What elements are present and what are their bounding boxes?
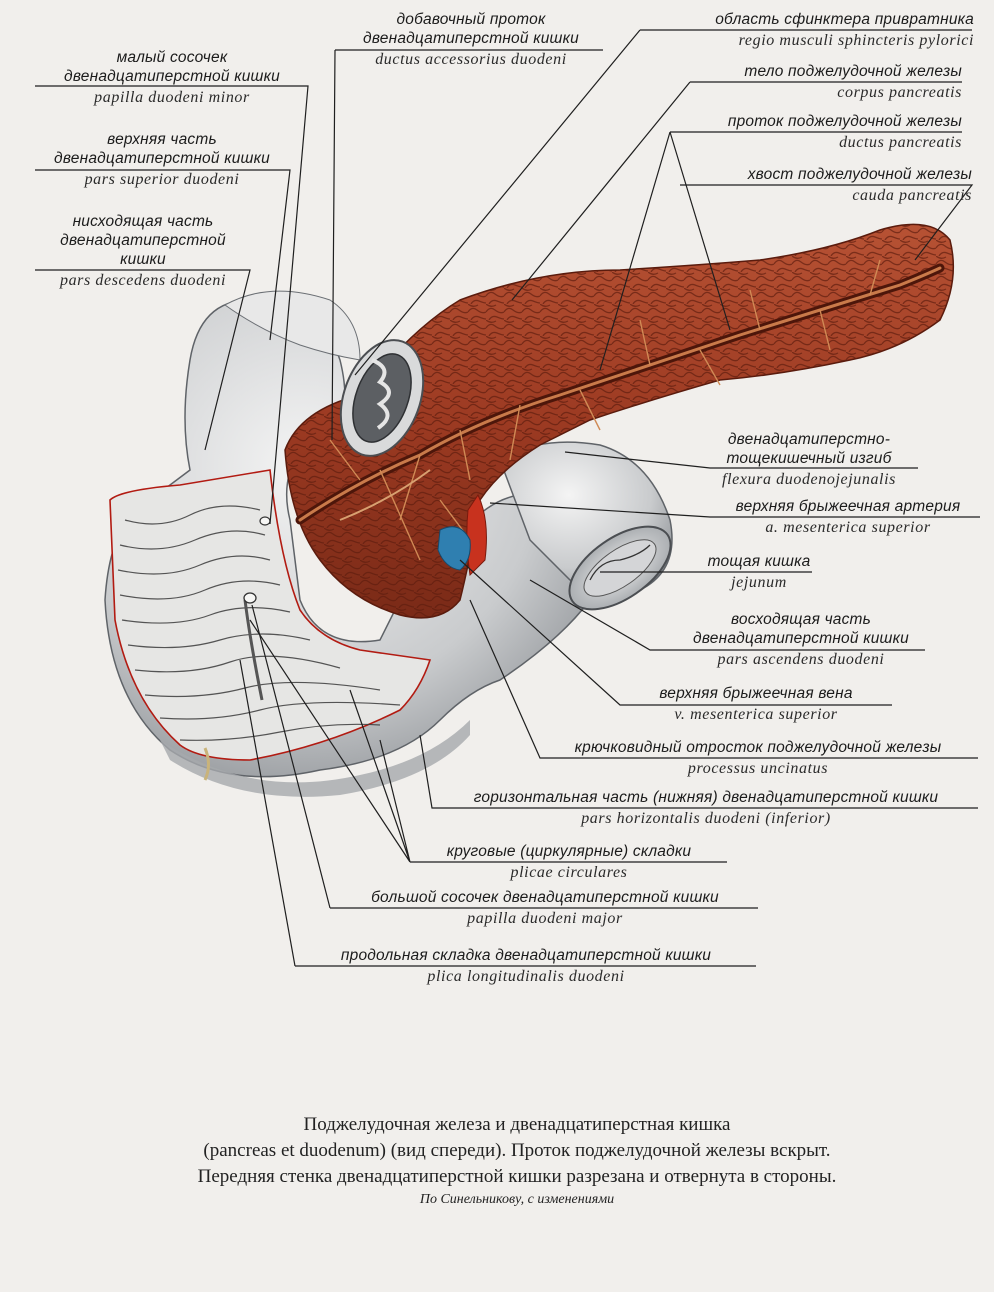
label-ru: двенадцатиперстной кишки: [363, 30, 579, 47]
label-ru: хвост поджелудочной железы: [747, 166, 972, 183]
label-ru: двенадцатиперстной кишки: [693, 630, 909, 647]
label-ru: двенадцатиперстной: [60, 232, 226, 249]
pylorus-cut: [339, 339, 425, 457]
label-ru: добавочный проток: [396, 11, 546, 28]
label-ductus-pancreatis: проток поджелудочной железы ductus pancr…: [670, 112, 962, 152]
label-plica-longitudinalis: продольная складка двенадцатиперстной ки…: [296, 946, 756, 986]
label-pars-ascendens: восходящая часть двенадцатиперстной кишк…: [676, 610, 926, 669]
label-la: corpus pancreatis: [837, 84, 962, 101]
label-ru: проток поджелудочной железы: [727, 113, 962, 130]
label-ru: двенадцатиперстной кишки: [54, 150, 270, 167]
leader-lines: [35, 29, 980, 967]
label-la: flexura duodenojejunalis: [722, 471, 896, 488]
label-plicae-circulares: круговые (циркулярные) складки plicae ci…: [410, 842, 728, 882]
label-la: plicae circulares: [510, 864, 628, 881]
label-ru: горизонтальная часть (нижняя) двенадцати…: [473, 789, 939, 806]
label-ru: тощекишечный изгиб: [726, 450, 892, 467]
mesenteric-vessels: [437, 493, 487, 577]
label-la: pars horizontalis duodeni (inferior): [581, 810, 831, 827]
label-flexura-duodenojejunalis: двенадцатиперстно- тощекишечный изгиб fl…: [700, 430, 918, 489]
label-ru: нисходящая часть: [72, 213, 214, 230]
label-ru: крючковидный отросток поджелудочной желе…: [574, 739, 942, 756]
label-ru: верхняя часть: [107, 131, 217, 148]
caption-line: Передняя стенка двенадцатиперстной кишки…: [197, 1166, 837, 1187]
label-processus-uncinatus: крючковидный отросток поджелудочной желе…: [538, 738, 978, 778]
label-ru: восходящая часть: [730, 611, 872, 628]
label-jejunum: тощая кишка jejunum: [706, 552, 812, 592]
label-ru: тело поджелудочной железы: [744, 63, 962, 80]
label-papilla-major: большой сосочек двенадцатиперстной кишки…: [332, 888, 758, 928]
label-ductus-accessorius: добавочный проток двенадцатиперстной киш…: [336, 10, 606, 69]
label-la: jejunum: [731, 574, 787, 591]
label-ru: область сфинктера привратника: [715, 11, 974, 28]
label-la: papilla duodeni major: [467, 910, 623, 927]
label-la: ductus pancreatis: [839, 134, 962, 151]
caption-line: (pancreas et duodenum) (вид спереди). Пр…: [203, 1140, 831, 1161]
label-la: plica longitudinalis duodeni: [427, 968, 625, 985]
label-la: pars superior duodeni: [84, 171, 240, 188]
label-la: regio musculi sphincteris pylorici: [738, 32, 974, 49]
label-la: cauda pancreatis: [852, 187, 972, 204]
label-la: pars ascendens duodeni: [717, 651, 885, 668]
label-pars-superior: верхняя часть двенадцатиперстной кишки p…: [36, 130, 288, 189]
label-ru: двенадцатиперстной кишки: [64, 68, 280, 85]
label-ru: большой сосочек двенадцатиперстной кишки: [371, 889, 719, 906]
figure-caption: Поджелудочная железа и двенадцатиперстна…: [40, 1112, 994, 1210]
caption-line: Поджелудочная железа и двенадцатиперстна…: [303, 1114, 731, 1135]
label-la: processus uncinatus: [687, 760, 829, 777]
label-la: a. mesenterica superior: [765, 519, 931, 536]
caption-credit: По Синельникову, с изменениями: [419, 1192, 615, 1207]
label-ru: малый сосочек: [116, 49, 228, 66]
label-corpus-pancreatis: тело поджелудочной железы corpus pancrea…: [690, 62, 962, 102]
label-regio-sphincteris: область сфинктера привратника regio musc…: [640, 10, 974, 50]
label-vena-mesenterica: верхняя брыжеечная вена v. mesenterica s…: [620, 684, 892, 724]
label-ru: круговые (циркулярные) складки: [446, 843, 692, 860]
label-pars-horizontalis: горизонтальная часть (нижняя) двенадцати…: [432, 788, 980, 828]
label-ru: верхняя брыжеечная артерия: [735, 498, 961, 515]
duodenum-mucosa: [109, 469, 432, 781]
label-ru: продольная складка двенадцатиперстной ки…: [340, 947, 712, 964]
label-ru: кишки: [120, 251, 166, 268]
label-ru: двенадцатиперстно-: [727, 431, 891, 448]
label-pars-descendens: нисходящая часть двенадцатиперстной кишк…: [36, 212, 250, 290]
label-papilla-minor: малый сосочек двенадцатиперстной кишки p…: [36, 48, 308, 107]
label-arteria-mesenterica: верхняя брыжеечная артерия a. mesenteric…: [716, 497, 980, 537]
jejunum-cut: [568, 525, 672, 611]
label-la: ductus accessorius duodeni: [375, 51, 567, 68]
label-la: v. mesenterica superior: [674, 706, 838, 723]
label-ru: верхняя брыжеечная вена: [659, 685, 853, 702]
label-cauda-pancreatis: хвост поджелудочной железы cauda pancrea…: [680, 165, 972, 205]
label-la: papilla duodeni minor: [94, 89, 250, 106]
label-ru: тощая кишка: [707, 553, 811, 570]
label-la: pars descedens duodeni: [59, 272, 227, 289]
pancreas: [284, 223, 955, 619]
